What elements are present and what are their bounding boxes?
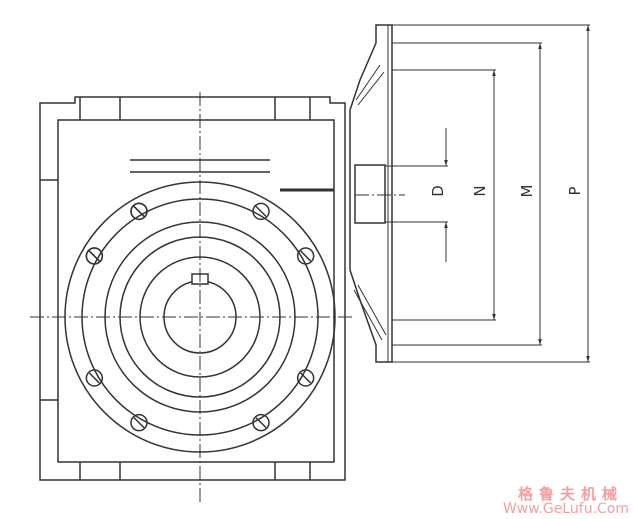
bolt-slot xyxy=(300,250,312,262)
bolt-hole xyxy=(296,369,315,387)
bolt-hole xyxy=(85,247,104,265)
bolt-slot xyxy=(88,372,100,384)
bolt-hole xyxy=(130,202,148,221)
bolt-hole xyxy=(296,247,315,265)
bolt-slot xyxy=(133,205,145,217)
dimension-label-d: D xyxy=(429,185,447,197)
dimension-label-p: P xyxy=(566,186,584,196)
dimension-label-n: N xyxy=(471,185,489,197)
bolt-slot xyxy=(255,417,267,429)
bolt-slot xyxy=(300,372,312,384)
dimension-label-m: M xyxy=(518,184,536,198)
output-flange xyxy=(349,24,393,363)
watermark-url: Www.GeLufu.Com xyxy=(502,501,629,517)
dimension-lines xyxy=(385,24,590,363)
bolt-slot xyxy=(133,417,145,429)
bolt-hole xyxy=(130,413,148,432)
bolt-slot xyxy=(88,250,100,262)
center-lines xyxy=(30,92,405,505)
bolt-hole xyxy=(85,369,104,387)
bolt-hole xyxy=(252,413,270,432)
bolt-hole xyxy=(252,202,270,221)
watermark-chinese: 格鲁夫机械 xyxy=(517,485,623,503)
housing xyxy=(39,96,346,481)
bolt-holes xyxy=(85,202,315,432)
bolt-slot xyxy=(255,205,267,217)
